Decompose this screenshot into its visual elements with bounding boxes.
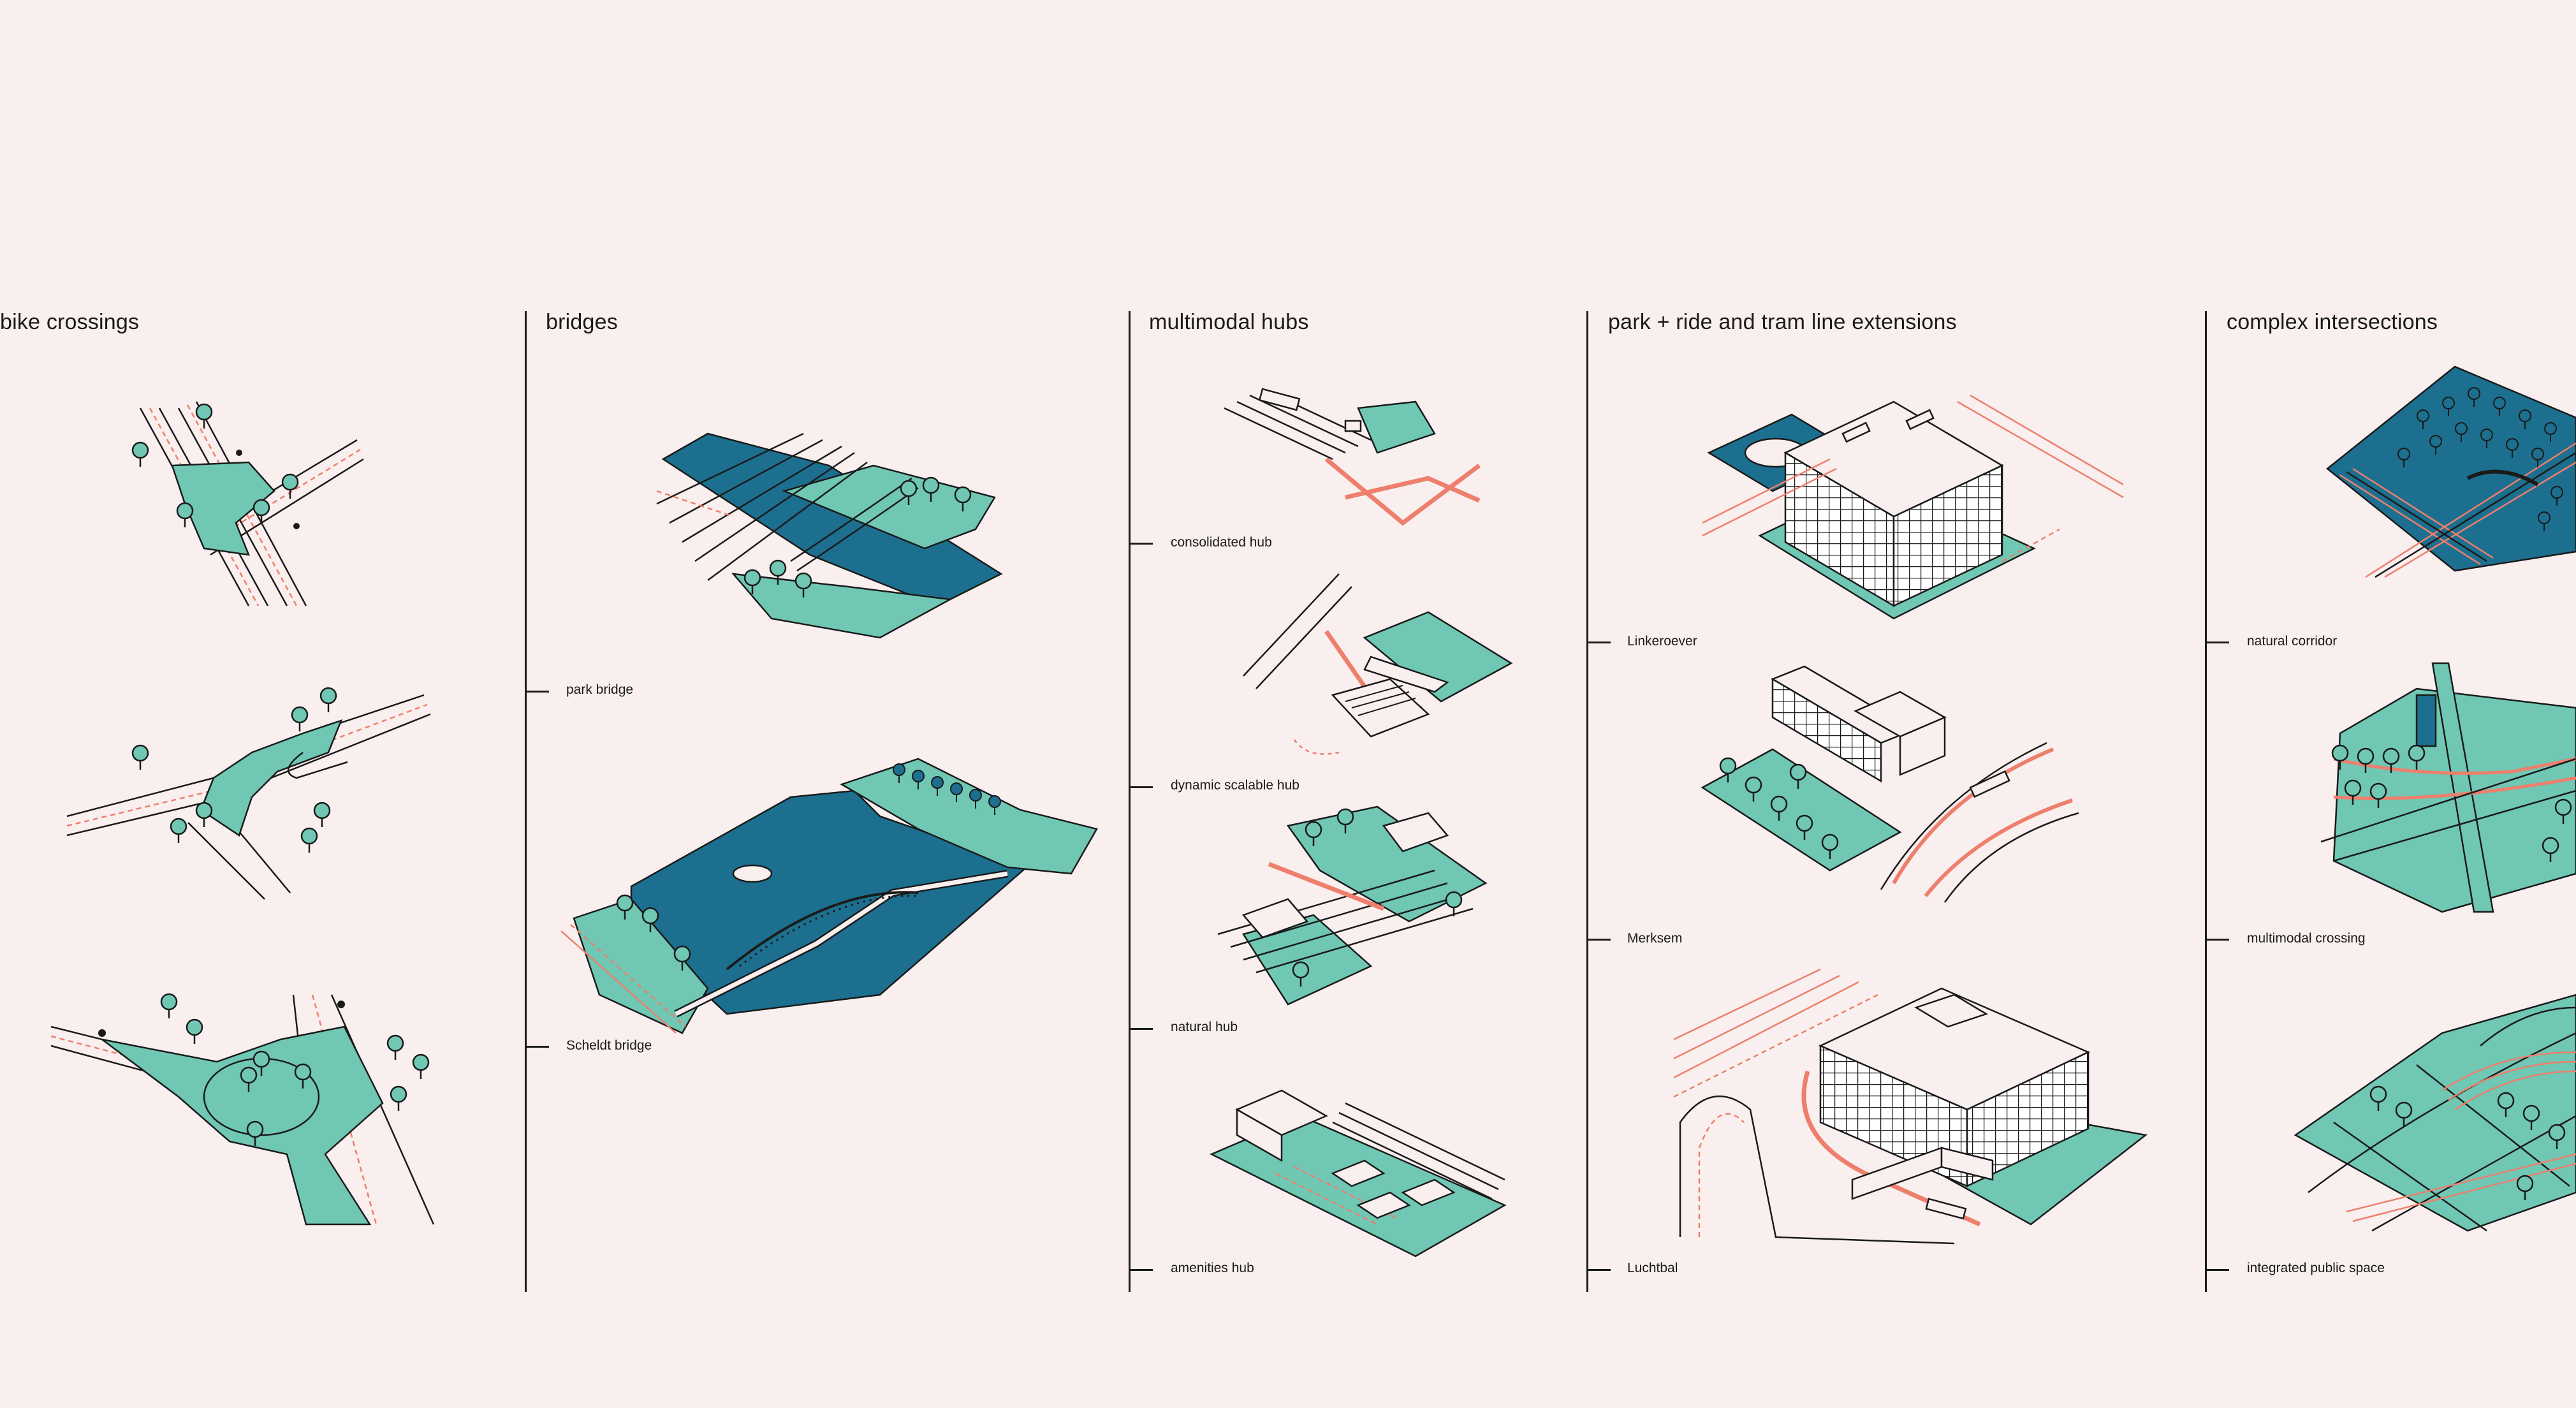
label-tick [1129,786,1153,788]
natural-corridor-illustration [2325,365,2576,578]
label-multimodal-crossing: multimodal crossing [2247,931,2366,946]
luchtbal-illustration [1673,968,2148,1245]
bike-crossing-illustration-3 [50,993,435,1226]
park-bridge-illustration [656,432,1003,639]
column-separator [1129,311,1131,1292]
label-luchtbal: Luchtbal [1627,1261,1678,1275]
column-title-bike-crossings: bike crossings [0,310,140,334]
label-dynamic-scalable-hub: dynamic scalable hub [1171,778,1299,793]
column-title-multimodal-hubs: multimodal hubs [1149,310,1309,334]
label-tick [2205,939,2229,941]
label-scheldt-bridge: Scheldt bridge [566,1038,652,1053]
label-tick [1586,642,1611,643]
label-natural-corridor: natural corridor [2247,634,2338,649]
multimodal-crossing-illustration [2320,662,2576,913]
label-tick [2205,642,2229,643]
column-title-complex-intersections: complex intersections [2227,310,2438,334]
label-tick [1129,1269,1153,1271]
bike-crossing-illustration-2 [66,687,431,900]
integrated-public-space-illustration [2294,994,2576,1232]
label-tick [1129,543,1153,545]
column-separator [1586,311,1588,1292]
label-natural-hub: natural hub [1171,1020,1238,1034]
linkeroever-illustration [1702,394,2124,620]
label-tick [2205,1269,2229,1271]
label-tick [1586,1269,1611,1271]
label-tick [1586,939,1611,941]
label-park-bridge: park bridge [566,682,634,697]
consolidated-hub-illustration [1224,388,1481,526]
label-amenities-hub: amenities hub [1171,1261,1254,1275]
column-title-bridges: bridges [546,310,618,334]
label-integrated-public-space: integrated public space [2247,1261,2385,1275]
scheldt-bridge-illustration [560,758,1098,1034]
dynamic-scalable-hub-illustration [1243,573,1513,755]
label-tick [525,691,549,693]
column-separator [525,311,527,1292]
merksem-illustration [1701,665,2079,903]
bike-crossing-illustration-1 [131,401,364,606]
label-tick [1129,1028,1153,1030]
amenities-hub-illustration [1210,1089,1507,1258]
label-merksem: Merksem [1627,931,1683,946]
column-separator [2205,311,2207,1292]
label-tick [525,1046,549,1048]
label-linkeroever: Linkeroever [1627,634,1697,649]
column-title-park-ride: park + ride and tram line extensions [1608,310,1957,334]
natural-hub-illustration [1217,805,1488,1006]
label-consolidated-hub: consolidated hub [1171,535,1272,550]
